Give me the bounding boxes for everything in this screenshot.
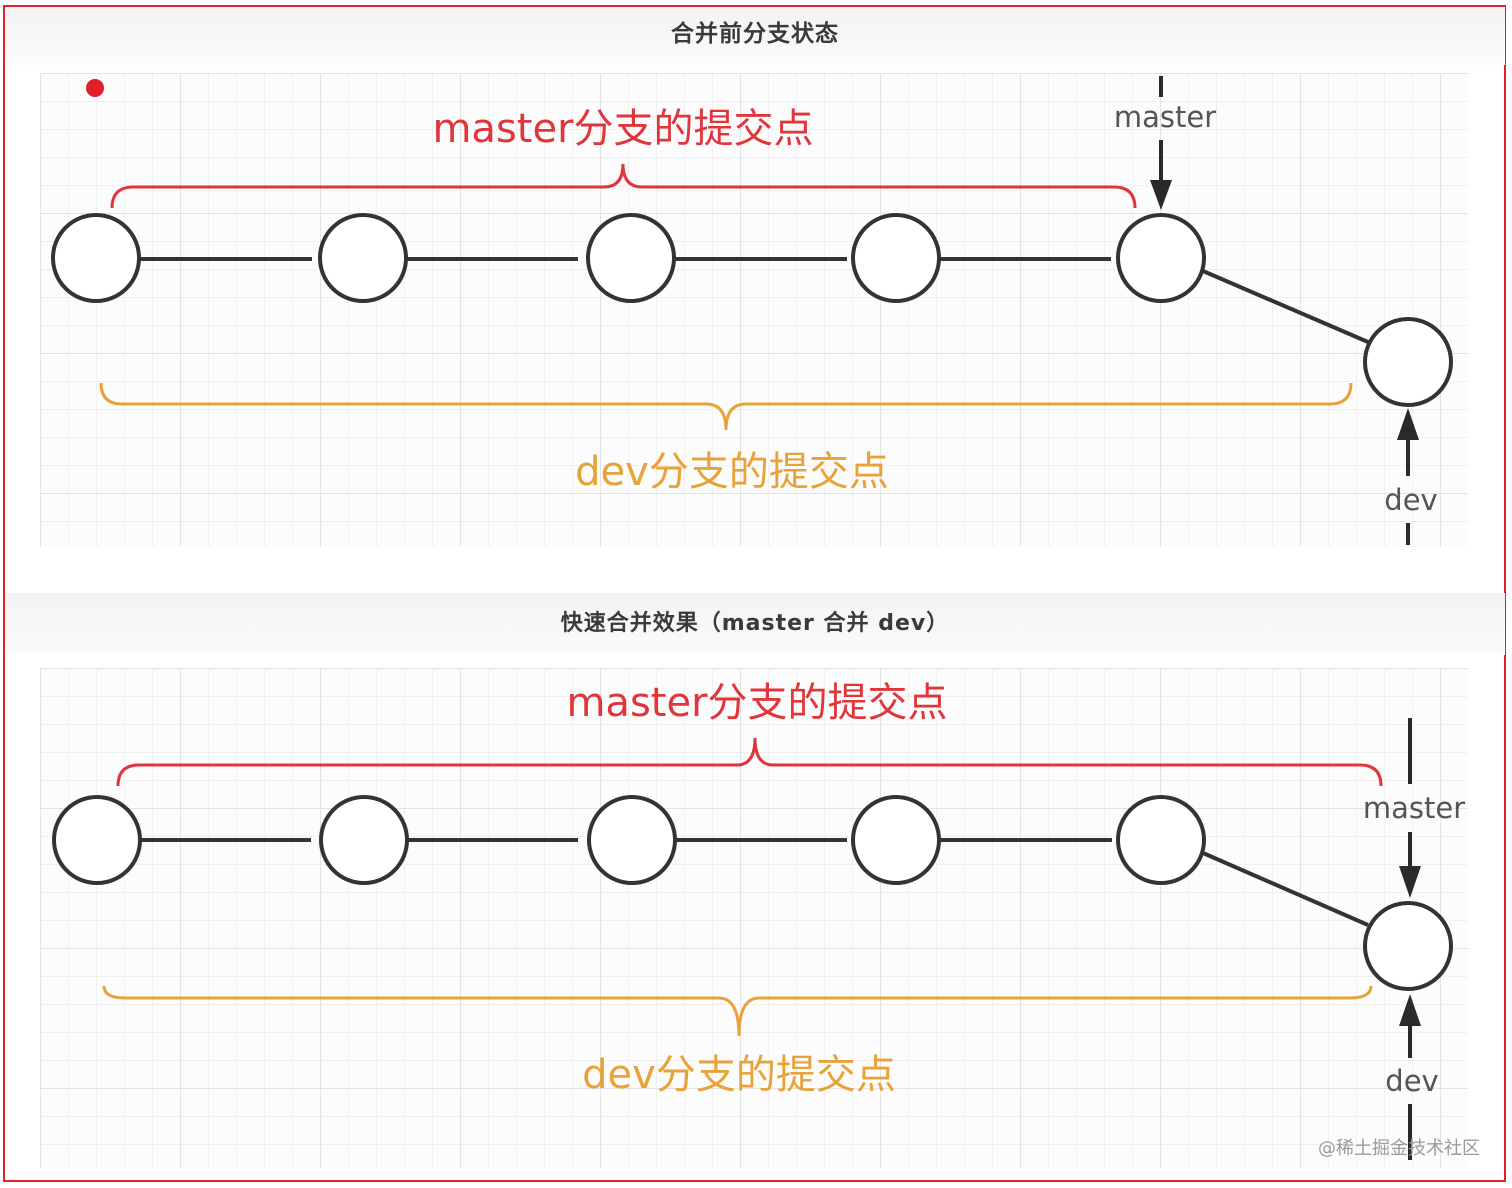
commit-edge [1202,269,1369,344]
master-brace [110,163,1137,209]
panel-fast-forward: master分支的提交点 master dev dev分支的提交点 [52,680,1465,1160]
dev-pointer-label: dev [1385,1064,1438,1098]
commit-node [851,213,941,303]
master-arrowhead-icon [1399,866,1421,898]
commit-node [52,795,142,885]
red-dot-marker [86,79,104,97]
panel-heading-fast-forward: 快速合并效果（master 合并 dev） [5,593,1505,655]
dev-arrowhead-icon [1397,408,1419,440]
commit-node [1116,795,1206,885]
commit-node [319,795,409,885]
commit-node-dev-head [1363,317,1453,407]
dev-commits-label: dev分支的提交点 [582,1052,896,1098]
master-brace [116,737,1383,787]
outer-frame [3,5,1506,1182]
watermark: @稀土掘金技术社区 [1318,1138,1480,1159]
panel-before-merge: master分支的提交点 master dev dev分支的提交点 [51,76,1453,545]
grid-background-fast-forward [40,668,1468,1168]
master-arrowhead-icon [1150,180,1172,210]
grid-background-before-merge [40,73,1468,547]
master-commits-label: master分支的提交点 [566,680,947,726]
master-pointer-label: master [1363,791,1465,825]
dev-brace [99,382,1353,431]
commit-node [318,213,408,303]
commit-node [587,795,677,885]
dev-pointer-label: dev [1384,483,1437,517]
commit-node-head [1363,901,1453,991]
dev-commits-label: dev分支的提交点 [575,449,889,495]
commit-edge [1202,851,1369,927]
panel-heading-before-merge: 合并前分支状态 [5,7,1505,65]
dev-arrowhead-icon [1399,994,1421,1026]
commit-node [851,795,941,885]
dev-brace [102,985,1373,1037]
commit-node-master-head [1116,213,1206,303]
commit-node [51,213,141,303]
commit-node [586,213,676,303]
master-pointer-label: master [1114,100,1216,134]
master-commits-label: master分支的提交点 [432,106,813,152]
